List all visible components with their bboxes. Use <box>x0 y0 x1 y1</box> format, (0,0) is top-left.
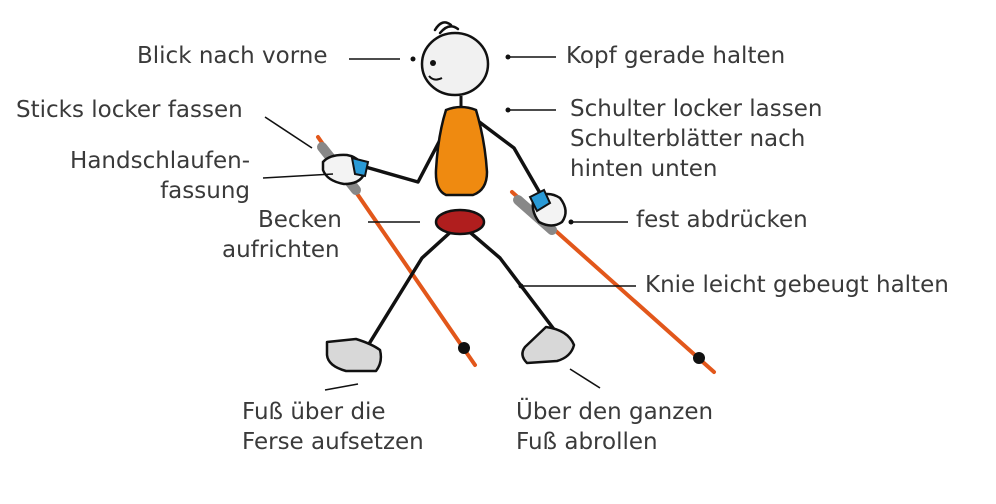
left-arm <box>360 138 442 184</box>
left-hand <box>321 153 370 186</box>
legs <box>362 226 558 354</box>
label-blick: Blick nach vorne <box>137 43 328 69</box>
label-knie: Knie leicht gebeugt halten <box>645 272 949 298</box>
label-fuss: Fuß über die Ferse aufsetzen <box>242 399 424 455</box>
label-schulter: Schulter locker lassen Schulterblätter n… <box>570 96 823 182</box>
label-abdruecken: fest abdrücken <box>636 207 808 233</box>
pelvis <box>434 208 486 236</box>
head <box>420 21 490 108</box>
right-arm <box>472 116 546 202</box>
torso <box>434 105 489 197</box>
label-sticks: Sticks locker fassen <box>16 97 243 123</box>
label-kopf: Kopf gerade halten <box>566 43 786 69</box>
label-becken: Becken aufrichten <box>222 207 342 263</box>
label-handschlaufe: Handschlaufen- fassung <box>70 148 250 204</box>
right-hand <box>528 188 567 227</box>
left-shoe <box>325 337 383 373</box>
right-shoe <box>521 325 576 365</box>
leader-lines <box>262 54 636 391</box>
label-abrollen: Über den ganzen Fuß abrollen <box>516 399 714 455</box>
